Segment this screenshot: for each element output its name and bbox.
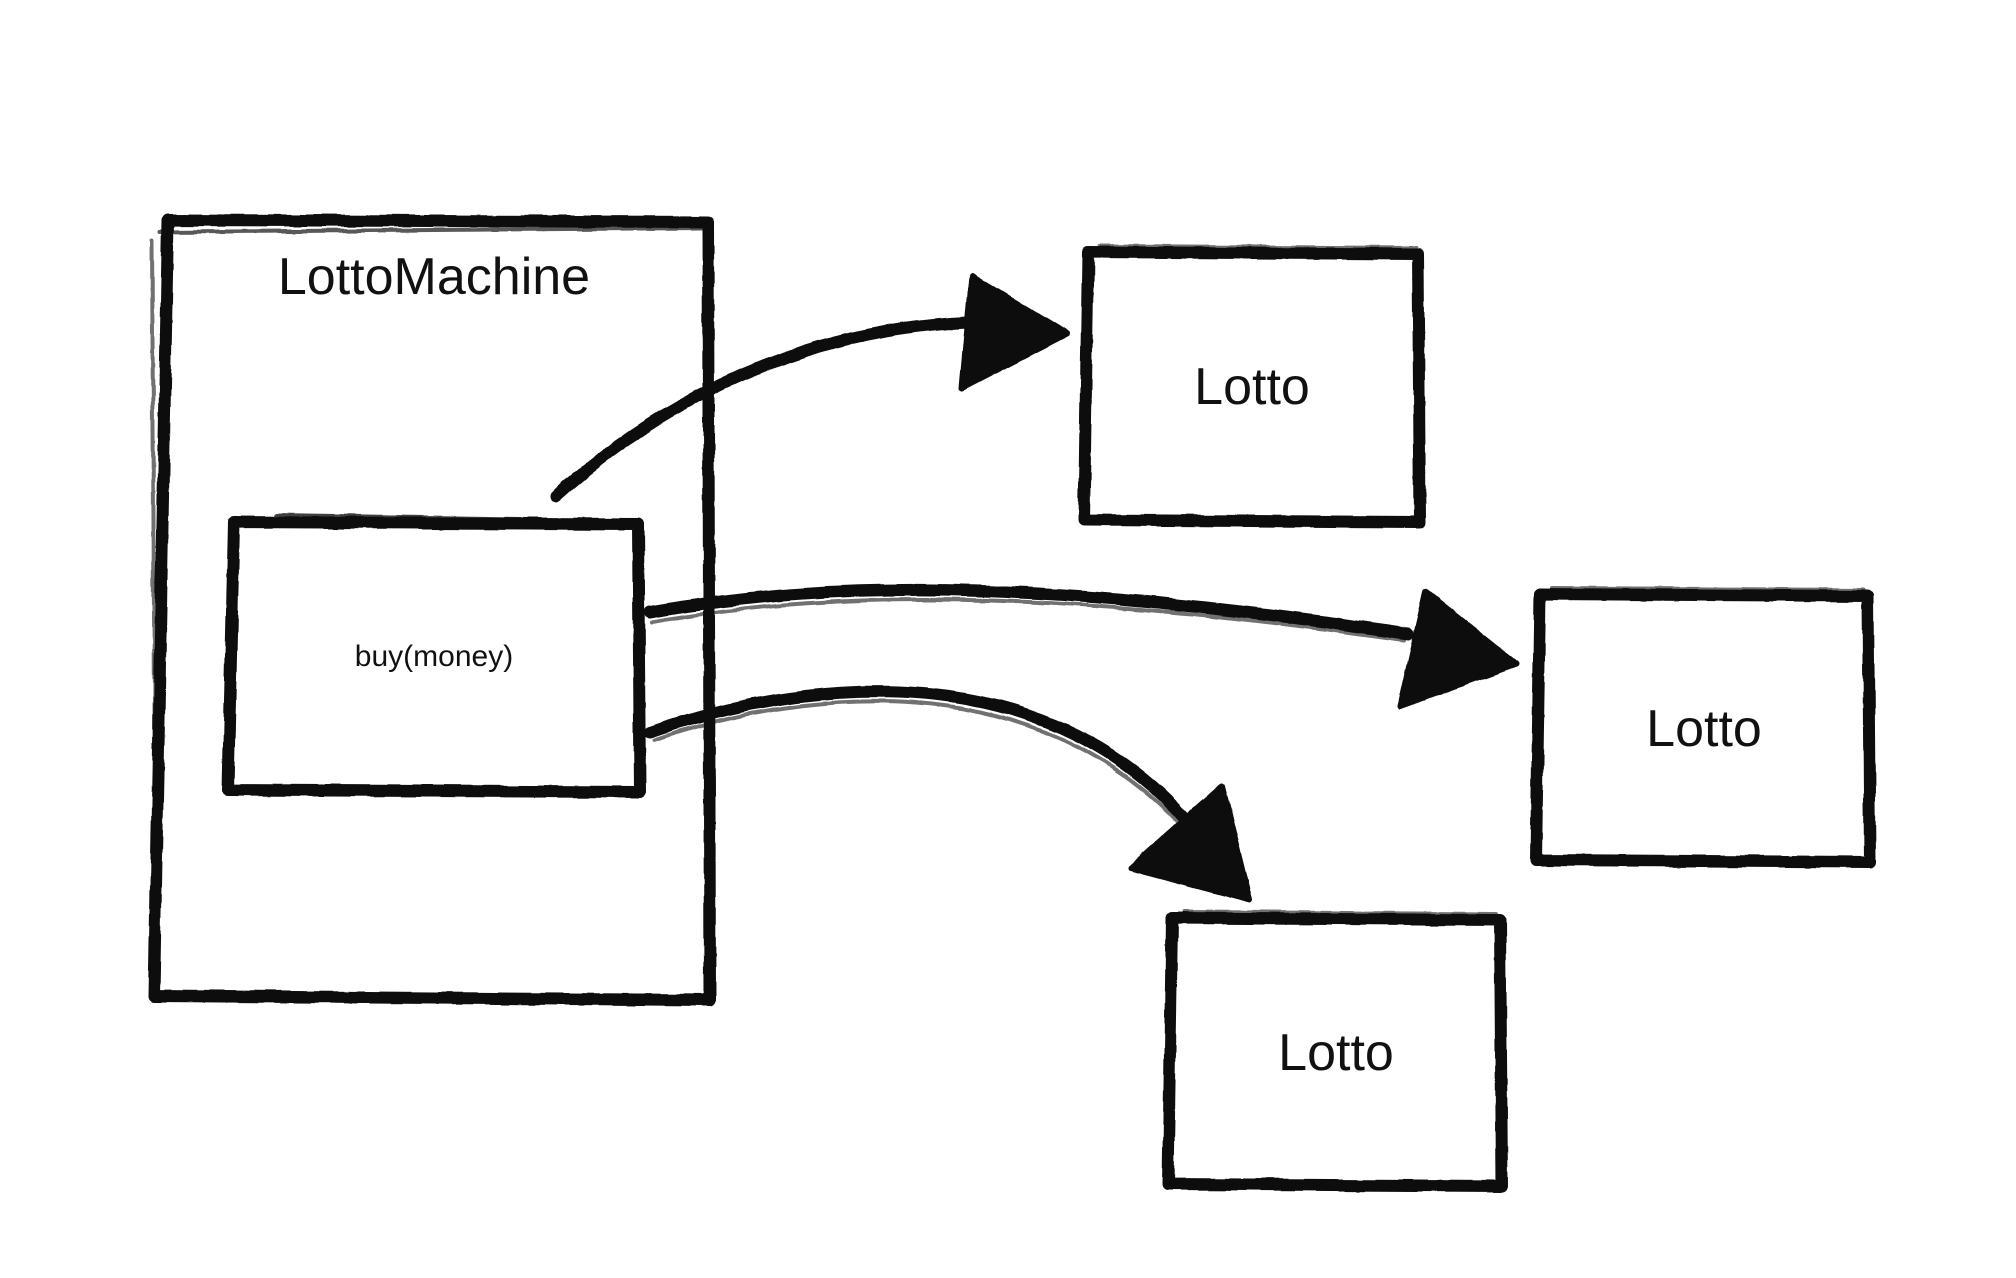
lotto-label-3: Lotto (1278, 1024, 1394, 1082)
buy-method-box (222, 513, 646, 798)
lotto-box-3 (1162, 910, 1508, 1192)
lotto-box-1 (1078, 244, 1426, 528)
lotto-label-2: Lotto (1646, 700, 1762, 758)
arrow-to-lotto-2 (644, 583, 1519, 709)
arrow-to-lotto-3 (644, 685, 1253, 903)
buy-method-label: buy(money) (355, 640, 513, 673)
lotto-machine-title: LottoMachine (278, 248, 590, 306)
arrow-to-lotto-1 (550, 273, 1069, 502)
lotto-box-2 (1530, 586, 1876, 868)
lotto-machine-box (148, 214, 716, 1006)
lotto-label-1: Lotto (1194, 358, 1310, 416)
